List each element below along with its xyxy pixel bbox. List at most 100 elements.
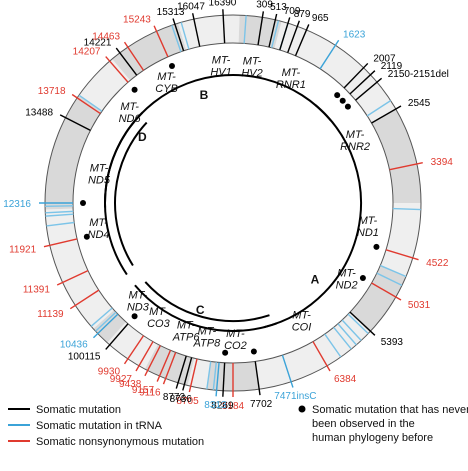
mutation-label: 5393 xyxy=(381,337,404,348)
mutation-label: 11139 xyxy=(37,309,64,320)
mutation-tick xyxy=(281,354,294,388)
mutation-label: 15313 xyxy=(157,7,185,18)
mutation-tick xyxy=(123,41,145,71)
ring-segment xyxy=(144,344,195,386)
mutation-tick xyxy=(172,18,185,52)
novel-mutation-dot xyxy=(83,233,90,240)
mutation-tick xyxy=(254,361,261,396)
mutation-tick xyxy=(215,362,220,397)
mutation-tick xyxy=(319,39,340,70)
mutation-label: 15243 xyxy=(123,14,151,25)
mutation-tick xyxy=(105,56,129,83)
ring-segment xyxy=(255,312,371,390)
trna-band xyxy=(392,207,421,211)
deletion-arc xyxy=(134,284,278,332)
trna-band xyxy=(347,313,369,335)
mutation-tick xyxy=(371,282,402,301)
mutation-tick xyxy=(105,323,129,350)
ring-segment xyxy=(274,21,396,123)
ring-segment xyxy=(380,203,421,277)
gene-label: MT-ND3 xyxy=(127,290,150,314)
mutation-tick xyxy=(349,311,376,336)
trna-band xyxy=(45,210,74,214)
mutation-tick xyxy=(153,25,169,58)
mutation-tick xyxy=(123,335,145,365)
legend-dot-line-1: Somatic mutation that has never xyxy=(312,404,468,416)
mutation-tick xyxy=(56,269,89,286)
gene-label: MT-ND2 xyxy=(336,268,358,292)
novel-mutation-dot xyxy=(131,86,138,93)
mutation-tick xyxy=(144,345,161,377)
gene-label: MT-ND1 xyxy=(357,215,379,239)
novel-mutation-dot xyxy=(359,275,366,281)
trna-band xyxy=(243,15,247,44)
legend-dot-label: Somatic mutation that has never been obs… xyxy=(312,404,468,444)
mutation-label: 10436 xyxy=(60,339,88,350)
mutation-tick xyxy=(257,11,265,46)
mutation-label: 2150-2151del xyxy=(388,69,449,80)
mutation-label: 5031 xyxy=(408,300,431,311)
mutation-tick xyxy=(349,70,376,95)
trna-band xyxy=(271,20,280,48)
trna-band xyxy=(90,307,113,327)
trna-band xyxy=(341,319,362,341)
mutation-tick xyxy=(343,62,369,89)
gene-label: MT-ND4 xyxy=(88,217,110,241)
trna-band xyxy=(366,100,392,117)
novel-mutation-dot xyxy=(250,348,257,355)
legend-trna-label: Somatic mutation in tRNA xyxy=(36,420,163,432)
mutation-label: 9927 xyxy=(110,374,133,385)
mutation-label: 11391 xyxy=(23,284,51,295)
mutation-label: 2119 xyxy=(381,61,403,72)
novel-mutation-dot xyxy=(373,243,380,250)
mutation-tick xyxy=(69,289,100,310)
mutation-tick xyxy=(188,358,198,393)
trna-band xyxy=(46,221,75,227)
mutation-label: 7471insC xyxy=(274,391,316,402)
mutation-label: 8269 xyxy=(211,401,234,412)
mutation-label: 513 xyxy=(270,2,287,13)
mutation-tick xyxy=(182,357,193,391)
mutation-tick xyxy=(385,249,419,261)
mutation-label: 1623 xyxy=(343,30,366,41)
trna-band xyxy=(376,272,403,287)
trna-band xyxy=(180,22,190,50)
ring-segment xyxy=(371,109,421,203)
mutation-label: 100115 xyxy=(68,351,101,362)
mutation-label: 309 xyxy=(256,0,273,10)
mutation-tick xyxy=(43,238,78,248)
ring-segment xyxy=(45,208,115,329)
mutation-label: 9116 xyxy=(139,388,161,399)
mutation-tick xyxy=(156,350,172,382)
mutation-label: 11921 xyxy=(9,244,37,255)
deletion-arc-label: A xyxy=(311,272,320,286)
mutation-label: 8313 xyxy=(204,400,227,411)
trna-band xyxy=(95,311,117,332)
trna-band xyxy=(337,323,357,346)
gene-label: MT-CO3 xyxy=(147,306,171,330)
gene-label: MT-ND6 xyxy=(119,101,142,125)
deletion-arc-inner xyxy=(144,281,270,322)
legend-dot-swatch xyxy=(298,405,306,413)
mutation-tick xyxy=(371,105,402,124)
novel-mutation-dot xyxy=(222,349,229,356)
mutation-label: 2007 xyxy=(373,54,396,65)
gene-label: MT-COI xyxy=(292,310,312,334)
novel-mutation-dot xyxy=(339,97,346,104)
trna-band xyxy=(171,25,182,52)
mutation-tick xyxy=(162,352,177,385)
gene-label: MT-ND5 xyxy=(88,163,111,187)
legend-nonsyn-label: Somatic nonsynonymous mutation xyxy=(36,436,204,448)
deletion-arc-label: C xyxy=(196,303,205,317)
mutation-label: 8705 xyxy=(176,396,199,407)
legend-dot-line-2: been observed in the xyxy=(312,418,415,430)
mutation-label: 13488 xyxy=(25,107,53,118)
deletion-arc-inner xyxy=(114,121,148,267)
mutation-label: 12316 xyxy=(3,199,31,210)
deletion-arc xyxy=(263,104,362,329)
legend: Somatic mutation Somatic mutation in tRN… xyxy=(8,404,468,448)
